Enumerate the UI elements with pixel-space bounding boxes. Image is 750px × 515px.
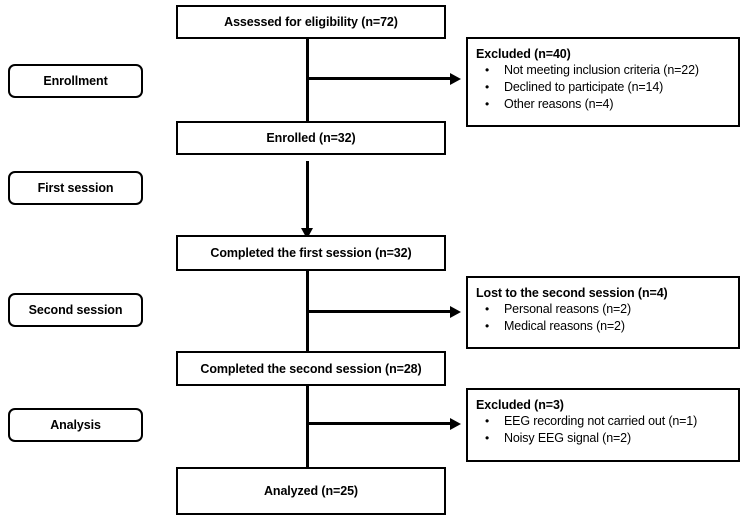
list-item: • Personal reasons (n=2) <box>476 301 732 318</box>
flow-box-label: Completed the second session (n=28) <box>200 361 422 376</box>
list-item: • Medical reasons (n=2) <box>476 318 732 335</box>
side-box-title: Excluded (n=40) <box>476 47 571 61</box>
bullet-icon: • <box>485 414 490 428</box>
list-item-label: Noisy EEG signal (n=2) <box>504 431 631 445</box>
stage-label-analysis: Analysis <box>8 408 143 442</box>
side-box-title: Lost to the second session (n=4) <box>476 286 668 300</box>
stage-label-text: Enrollment <box>43 74 108 88</box>
connector-branch-3 <box>306 422 450 425</box>
stage-label-second-session: Second session <box>8 293 143 327</box>
side-box-reason-list: • EEG recording not carried out (n=1) • … <box>476 413 732 447</box>
stage-label-first-session: First session <box>8 171 143 205</box>
bullet-icon: • <box>485 80 490 94</box>
arrowhead-branch-1 <box>450 72 461 85</box>
bullet-icon: • <box>485 63 490 77</box>
stage-label-enrollment: Enrollment <box>8 64 143 98</box>
bullet-icon: • <box>485 319 490 333</box>
arrowhead-branch-2 <box>450 305 461 318</box>
side-box-reason-list: • Not meeting inclusion criteria (n=22) … <box>476 62 732 113</box>
bullet-icon: • <box>485 97 490 111</box>
list-item-label: Declined to participate (n=14) <box>504 80 664 94</box>
list-item: • Noisy EEG signal (n=2) <box>476 430 732 447</box>
side-box-excluded-enrollment: Excluded (n=40) • Not meeting inclusion … <box>466 37 740 127</box>
list-item-label: EEG recording not carried out (n=1) <box>504 414 698 428</box>
list-item-label: Not meeting inclusion criteria (n=22) <box>504 63 699 77</box>
bullet-icon: • <box>485 431 490 445</box>
flow-box-completed-first-session: Completed the first session (n=32) <box>176 235 446 271</box>
flow-box-enrolled: Enrolled (n=32) <box>176 121 446 155</box>
arrowhead-trunk-2 <box>301 228 313 239</box>
list-item-label: Medical reasons (n=2) <box>504 319 625 333</box>
flow-box-label: Analyzed (n=25) <box>263 484 358 498</box>
stage-label-text: First session <box>37 181 114 195</box>
connector-trunk-2 <box>306 161 309 235</box>
stage-label-text: Second session <box>28 303 123 317</box>
flow-box-label: Enrolled (n=32) <box>266 131 356 145</box>
list-item-label: Personal reasons (n=2) <box>504 302 631 316</box>
side-box-title: Excluded (n=3) <box>476 398 564 412</box>
side-box-excluded-analysis: Excluded (n=3) • EEG recording not carri… <box>466 388 740 462</box>
list-item-label: Other reasons (n=4) <box>504 97 614 111</box>
stage-label-text: Analysis <box>50 418 101 432</box>
connector-branch-2 <box>306 310 450 313</box>
flow-box-completed-second-session: Completed the second session (n=28) <box>176 351 446 386</box>
connector-branch-1 <box>306 77 450 80</box>
bullet-icon: • <box>485 302 490 316</box>
side-box-lost-second-session: Lost to the second session (n=4) • Perso… <box>466 276 740 349</box>
list-item: • Declined to participate (n=14) <box>476 79 732 96</box>
flow-box-analyzed: Analyzed (n=25) <box>176 467 446 515</box>
flow-box-label: Completed the first session (n=32) <box>210 246 412 260</box>
arrowhead-branch-3 <box>450 417 461 430</box>
list-item: • EEG recording not carried out (n=1) <box>476 413 732 430</box>
list-item: • Not meeting inclusion criteria (n=22) <box>476 62 732 79</box>
flow-box-label: Assessed for eligibility (n=72) <box>224 15 398 29</box>
flow-box-assessed-for-eligibility: Assessed for eligibility (n=72) <box>176 5 446 39</box>
side-box-reason-list: • Personal reasons (n=2) • Medical reaso… <box>476 301 732 335</box>
connector-trunk-4 <box>306 385 309 468</box>
list-item: • Other reasons (n=4) <box>476 96 732 113</box>
